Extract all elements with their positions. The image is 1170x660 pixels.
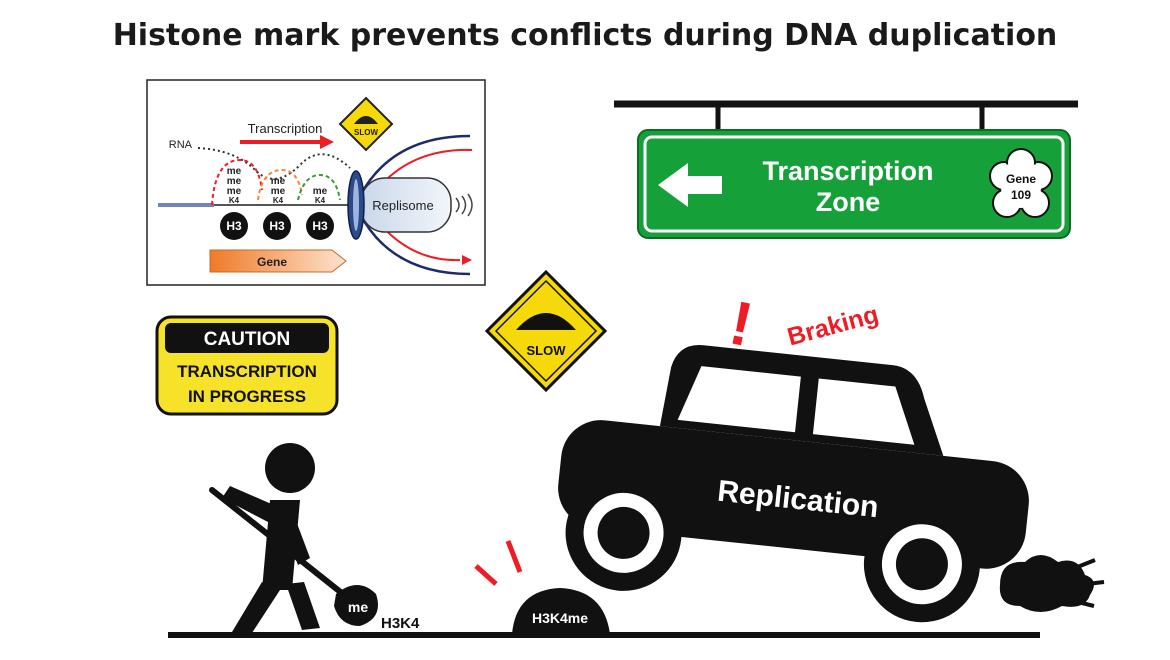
car-hub-front (597, 506, 650, 559)
braking-indicator: ! Braking (724, 289, 882, 361)
worker-head (265, 443, 315, 493)
rna-transcript (197, 147, 351, 180)
worker-leg-front (286, 582, 320, 630)
k4-label: K4 (229, 196, 240, 205)
worker-arm-up (222, 486, 276, 522)
car-window-rear (812, 378, 915, 445)
slow-label: SLOW (527, 343, 567, 358)
me-label: me (313, 186, 328, 197)
bump-icon (354, 116, 378, 124)
worker-arm-down (280, 510, 310, 565)
sign-line-1: Transcription (762, 156, 933, 186)
transcription-label: Transcription (248, 121, 323, 136)
transcription-arrowhead (320, 135, 334, 149)
bump-label: H3K4me (532, 610, 588, 626)
caution-sign: CAUTION TRANSCRIPTION IN PROGRESS (155, 315, 339, 416)
fork-bottom-strand (358, 213, 471, 276)
histone-label: H3 (269, 219, 285, 233)
caution-header-bar (165, 323, 329, 353)
mark-arc-3 (297, 173, 341, 201)
badge-line-2: 109 (1011, 188, 1031, 202)
replisome-label: Replisome (372, 198, 433, 213)
histone-row: H3 H3 H3 (220, 212, 334, 240)
motion-lines (455, 193, 473, 217)
caution-line-2: IN PROGRESS (188, 387, 306, 406)
mini-slow-label: SLOW (354, 128, 378, 137)
transcription-zone-sign: Transcription Zone Gene 109 (614, 100, 1078, 239)
replication-car: Replication (558, 344, 1029, 623)
histone-label: H3 (226, 219, 242, 233)
car-hub-rear (895, 538, 948, 591)
impact-mark (505, 540, 523, 573)
slow-sign: SLOW (484, 269, 608, 393)
car-window-front (677, 366, 801, 433)
braking-label: Braking (784, 300, 881, 351)
histone-h3 (220, 212, 248, 240)
shovel-me-label: me (348, 599, 368, 615)
mark-arc-1 (211, 158, 263, 206)
sign-border (643, 135, 1065, 233)
worker-figure: me (209, 443, 378, 636)
page-title: Histone mark prevents conflicts during D… (112, 18, 1058, 53)
me-label: me (227, 166, 242, 177)
slow-diamond (484, 269, 608, 393)
fork-arrowhead (462, 255, 472, 265)
h3k4me-speed-bump: H3K4me (474, 540, 610, 634)
bump-shape (512, 588, 610, 634)
mechanism-inset: RNA Transcription SLOW me me me K4 me me… (146, 79, 486, 286)
badge-line-1: Gene (1006, 172, 1036, 186)
sign-line-2: Zone (816, 187, 881, 217)
fork-top-strand (358, 134, 471, 197)
histone-h3 (306, 212, 334, 240)
me-label: me (271, 186, 286, 197)
k4-label: K4 (315, 196, 326, 205)
helicase-ring-inner (353, 179, 359, 231)
shovel-handle (209, 487, 351, 601)
caution-header: CAUTION (204, 329, 291, 350)
mark-arc-2 (257, 168, 303, 201)
me-label: me (227, 186, 242, 197)
histone-label: H3 (312, 219, 328, 233)
me-label: me (227, 176, 242, 187)
worker-leg-back (232, 582, 280, 636)
caution-line-1: TRANSCRIPTION (177, 362, 317, 381)
h3k4-label: H3K4 (381, 615, 420, 632)
sign-panel (637, 129, 1071, 239)
left-arrow-icon (658, 163, 722, 207)
rna-label: RNA (169, 139, 193, 151)
mini-slow-sign: SLOW (338, 96, 394, 152)
k4-label: K4 (273, 196, 284, 205)
gene-arrow (209, 249, 347, 273)
exhaust-smoke (999, 555, 1105, 612)
impact-mark (474, 564, 498, 586)
gene-route-badge: Gene 109 (989, 148, 1053, 218)
shovel-blade (334, 585, 378, 626)
histone-h3 (263, 212, 291, 240)
me-label: me (271, 176, 286, 187)
speed-bump-icon (516, 313, 576, 330)
gene-label: Gene (257, 255, 287, 269)
